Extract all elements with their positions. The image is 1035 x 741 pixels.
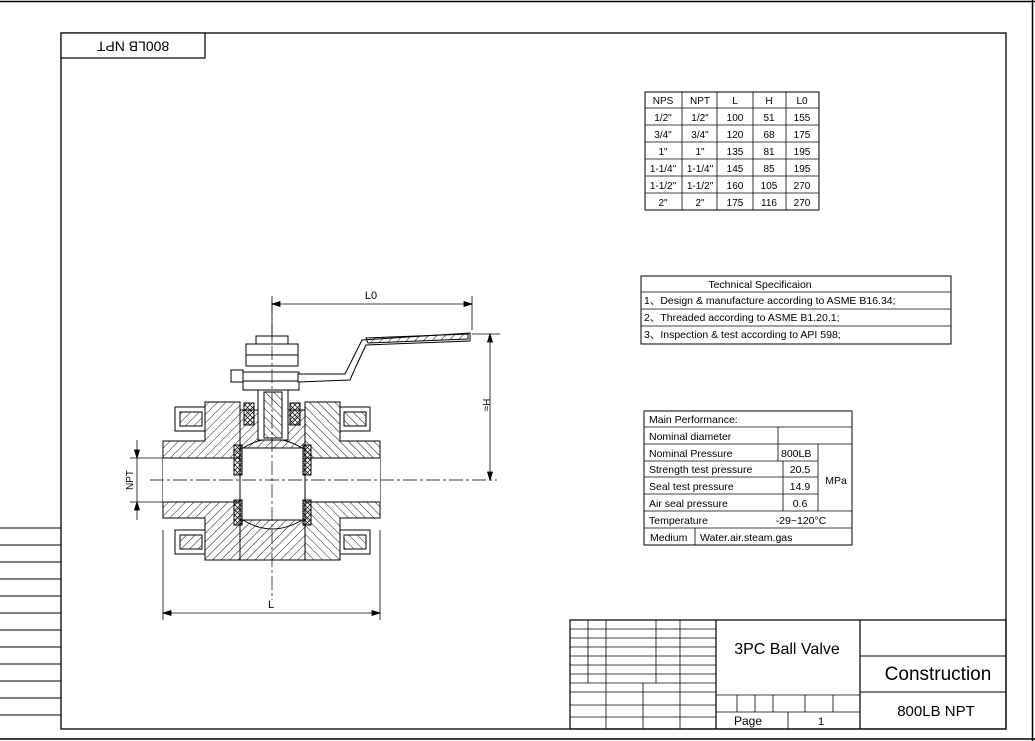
perf-unit: MPa [825, 475, 847, 487]
dim-cell: 1-1/4" [650, 164, 677, 175]
dim-cell: 100 [727, 113, 744, 124]
dim-cell: 105 [761, 181, 778, 192]
dim-cell: 1/2" [654, 113, 672, 124]
valve-cross-section [150, 300, 497, 600]
dimension-lines [130, 296, 500, 620]
dim-cell: 135 [727, 147, 744, 158]
dim-npt-label: NPT [125, 470, 136, 490]
perf-value: Water.air.steam.gas [700, 532, 792, 544]
dim-cell: 2" [658, 198, 668, 209]
title-page-number: 1 [818, 716, 824, 728]
dim-l0-label: L0 [365, 290, 377, 302]
dim-header: L0 [796, 96, 808, 107]
perf-value: 0.6 [793, 498, 808, 510]
dim-cell: 2" [695, 198, 705, 209]
dim-header: L [732, 96, 738, 107]
dim-cell: 1-1/2" [687, 181, 714, 192]
dim-cell: 1-1/4" [687, 164, 714, 175]
dim-cell: 270 [794, 198, 811, 209]
title-page-label: Page [734, 714, 762, 728]
dim-cell: 120 [727, 130, 744, 141]
dim-cell: 1" [695, 147, 705, 158]
stamp-text: 800LB NPT [96, 38, 169, 54]
title-drawing-type: Construction [885, 664, 992, 685]
dim-cell: 195 [794, 164, 811, 175]
dim-cell: 195 [794, 147, 811, 158]
dim-cell: 68 [763, 130, 775, 141]
perf-value: -29~120°C [776, 515, 827, 527]
dim-cell: 3/4" [654, 130, 672, 141]
dim-l-label: L [268, 599, 274, 611]
dim-cell: 85 [763, 164, 775, 175]
perf-label: Strength test pressure [649, 464, 752, 476]
tech-spec-item: 2、Threaded according to ASME B1.20.1; [644, 312, 840, 324]
perf-title: Main Performance: [649, 414, 738, 426]
dim-cell: 175 [794, 130, 811, 141]
perf-label: Nominal Pressure [649, 448, 733, 460]
tech-spec-table: Technical Specificaion 1、Design & manufa… [640, 275, 952, 345]
title-product: 3PC Ball Valve [734, 641, 840, 658]
tech-spec-item: 1、Design & manufacture according to ASME… [644, 295, 896, 307]
perf-label: Nominal diameter [649, 431, 732, 443]
tech-spec-item: 3、Inspection & test according to API 598… [644, 329, 841, 341]
perf-value: 800LB [781, 448, 811, 460]
dim-header: H [765, 96, 772, 107]
dim-cell: 145 [727, 164, 744, 175]
dim-cell: 175 [727, 198, 744, 209]
performance-table: Main Performance: Nominal diameter Nomin… [643, 410, 853, 546]
dim-header: NPT [690, 96, 710, 107]
dim-header: NPS [653, 96, 674, 107]
title-spec: 800LB NPT [897, 703, 975, 720]
margin-strips [0, 527, 61, 716]
dim-cell: 81 [763, 147, 775, 158]
dimension-table: NPS NPT L H L0 1/2" 1/2" 100 51 155 3/4"… [644, 91, 820, 211]
perf-value: 14.9 [790, 481, 811, 493]
title-block [569, 619, 1007, 730]
dim-h-label: H≈ [480, 399, 491, 412]
perf-label: Medium [650, 532, 688, 544]
dim-cell: 160 [727, 181, 744, 192]
tech-spec-title: Technical Specificaion [708, 279, 811, 291]
stamp-box: 800LB NPT [60, 32, 206, 59]
ball [239, 447, 306, 521]
dim-cell: 51 [763, 113, 775, 124]
dim-cell: 1/2" [691, 113, 709, 124]
dim-cell: 3/4" [691, 130, 709, 141]
perf-label: Temperature [649, 515, 708, 527]
perf-label: Seal test pressure [649, 481, 734, 493]
dim-cell: 116 [761, 198, 777, 209]
perf-value: 20.5 [790, 464, 811, 476]
dim-cell: 270 [794, 181, 811, 192]
perf-label: Air seal pressure [649, 498, 728, 510]
dim-cell: 155 [794, 113, 811, 124]
dim-cell: 1" [658, 147, 668, 158]
dim-cell: 1-1/2" [650, 181, 677, 192]
